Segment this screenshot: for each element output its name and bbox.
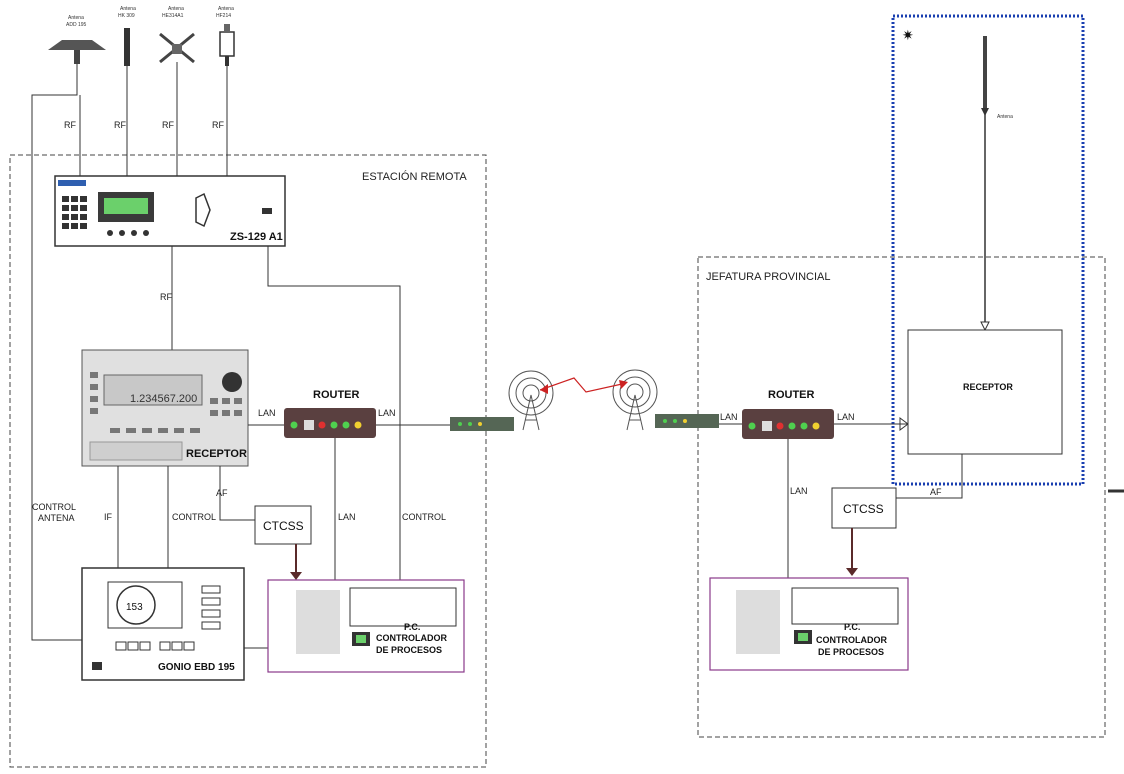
router-provincial-label: ROUTER [768, 389, 815, 401]
pc-provincial: P.C. CONTROLADOR DE PROCESOS [709, 577, 909, 671]
antenna-he314a1: Antena HE314A1 [159, 6, 195, 64]
af-label: AF [930, 487, 942, 497]
rf-label: RF [114, 120, 126, 130]
router-remote-label: ROUTER [313, 389, 360, 401]
antenna-label: HE314A1 [162, 13, 184, 19]
star-icon: ✷ [902, 27, 914, 43]
if-label: IF [104, 512, 113, 522]
gonio-ebd195: 153 GONIO EBD 195 [81, 567, 245, 681]
router-provincial: ROUTER [742, 389, 834, 439]
radio-tower-right-icon [612, 369, 658, 431]
receptor-provincial-label: RECEPTOR [963, 382, 1013, 392]
radio-link-line [539, 377, 623, 393]
provincial-title: JEFATURA PROVINCIAL [706, 271, 831, 283]
ctcss-provincial-label: CTCSS [843, 502, 884, 516]
rf-label: RF [160, 292, 172, 302]
antenna-provincial: ✷ Antena [902, 27, 1013, 332]
control-antena-label: CONTROL [32, 502, 76, 512]
antenna-label: HF214 [216, 13, 231, 19]
modem-right [655, 414, 719, 428]
radio-tower-left-icon [508, 370, 554, 431]
pc-remote-label: CONTROLADOR [376, 633, 447, 643]
switch-model-label: ZS-129 A1 [230, 231, 283, 243]
receiver-remote-label: RECEPTOR [186, 448, 247, 460]
antenna-cables [31, 62, 228, 641]
lan-label: LAN [837, 412, 855, 422]
lan-label: LAN [338, 512, 356, 522]
antenna-hf214-icon [219, 24, 235, 66]
control-antena-label: ANTENA [38, 513, 75, 523]
pc-provincial-label: P.C. [844, 622, 860, 632]
gonio-display: 153 [126, 602, 143, 613]
gonio-label: GONIO EBD 195 [158, 662, 235, 673]
router-remote: ROUTER [284, 389, 376, 438]
pc-remote-label: DE PROCESOS [376, 645, 442, 655]
lan-label: LAN [720, 412, 738, 422]
rf-label: RF [64, 120, 76, 130]
ctcss-remote-box [254, 505, 312, 545]
lan-label: LAN [258, 408, 276, 418]
rf-label: RF [212, 120, 224, 130]
pc-provincial-label: DE PROCESOS [818, 647, 884, 657]
receiver-display: 1.234567.200 [130, 393, 197, 405]
af-label: AF [216, 488, 228, 498]
modem-left [450, 417, 514, 431]
antenna-hk309: Antena HK 309 [118, 6, 136, 66]
antenna-label: ADD 195 [66, 22, 87, 28]
rf-label: RF [162, 120, 174, 130]
receiver-remote: 1.234567.200 RECEPTOR [81, 349, 249, 467]
provincial-boundary [697, 256, 1106, 738]
remote-station-title: ESTACIÓN REMOTA [362, 170, 467, 183]
ctcss-provincial-box [831, 487, 897, 529]
antenna-add195: Antena ADD 195 [48, 15, 106, 64]
antenna-label: Antena [218, 6, 234, 12]
lan-label: LAN [378, 408, 396, 418]
control-label: CONTROL [402, 512, 446, 522]
antenna-provincial-label: Antena [997, 114, 1013, 120]
receptor-provincial-box [907, 329, 1063, 455]
antenna-label: HK 309 [118, 13, 135, 19]
control-label: CONTROL [172, 512, 216, 522]
switch-zs129a1: ZS-129 A1 [54, 175, 286, 247]
ctcss-remote-label: CTCSS [263, 519, 304, 533]
lan-label: LAN [790, 486, 808, 496]
antenna-hk309-icon [124, 28, 130, 66]
antenna-label: Antena [168, 6, 184, 12]
antenna-label: Antena [120, 6, 136, 12]
speaker-icon [195, 192, 211, 228]
antenna-label: Antena [68, 15, 84, 21]
pc-provincial-label: CONTROLADOR [816, 635, 887, 645]
pc-remote: P.C. CONTROLADOR DE PROCESOS [267, 579, 465, 673]
pc-remote-label: P.C. [404, 622, 420, 632]
antenna-hf214: Antena HF214 [216, 6, 235, 66]
outdoor-antenna-boundary [891, 14, 1085, 486]
antenna-add195-icon [48, 40, 106, 50]
